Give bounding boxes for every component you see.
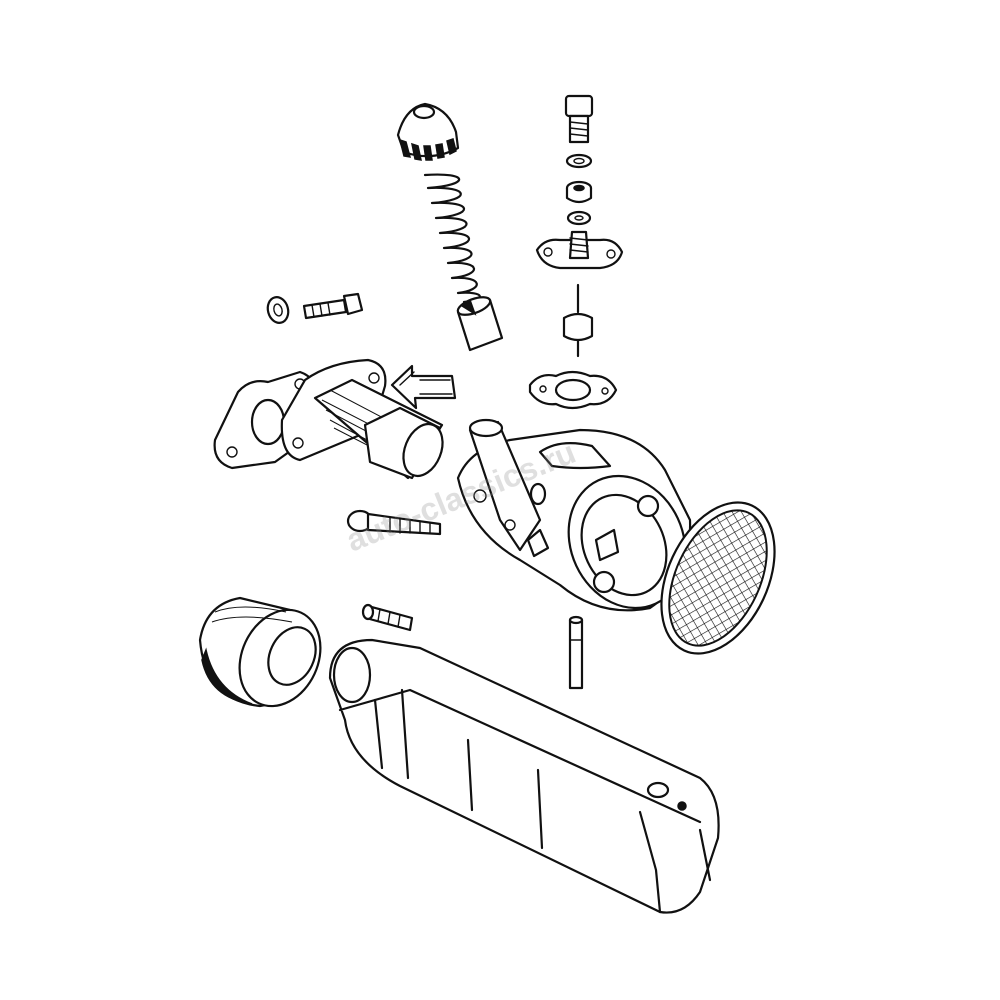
pin bbox=[568, 615, 584, 690]
tickler-sleeve bbox=[456, 296, 504, 352]
direction-arrow bbox=[390, 364, 457, 410]
washer bbox=[566, 210, 592, 226]
washer bbox=[266, 296, 290, 324]
gasket bbox=[528, 370, 618, 410]
spacer bbox=[565, 180, 593, 204]
spring bbox=[423, 173, 481, 304]
bolt bbox=[302, 292, 364, 320]
air-filter-gauze bbox=[660, 501, 776, 655]
carburettor-body bbox=[456, 418, 692, 612]
inlet-flange bbox=[213, 358, 444, 480]
tickler-cap bbox=[396, 102, 460, 161]
intake-sleeve bbox=[198, 596, 322, 708]
float-cover bbox=[535, 230, 624, 270]
banjo-bolt bbox=[346, 509, 442, 536]
float-cover-bolt bbox=[564, 94, 594, 144]
float-needle bbox=[562, 283, 594, 358]
air-cleaner-silencer bbox=[328, 638, 720, 914]
fibre-washer bbox=[565, 153, 593, 169]
stud bbox=[361, 603, 414, 632]
